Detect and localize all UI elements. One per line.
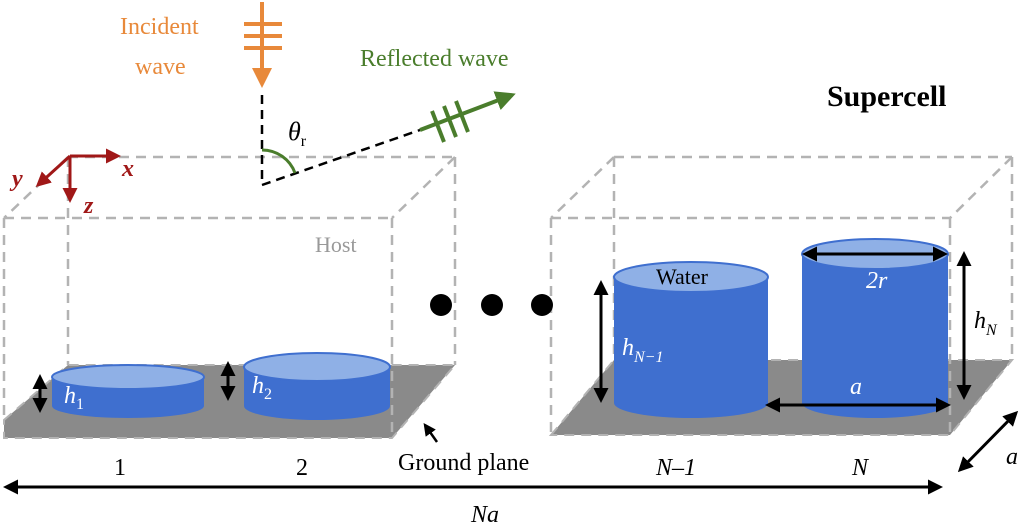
two-r-label: 2r xyxy=(866,268,888,294)
cell-label-2: 2 xyxy=(296,455,308,481)
coordinate-axes: x y z xyxy=(9,148,134,219)
a-side-label: a xyxy=(1006,444,1018,470)
cylinder-n-minus-1 xyxy=(613,261,769,418)
axis-z-label: z xyxy=(83,193,94,219)
ellipsis-dots xyxy=(430,294,553,316)
supercell-title: Supercell xyxy=(827,80,946,113)
h-n-minus-1-label: hN−1 xyxy=(622,335,663,366)
na-label: Na xyxy=(470,502,499,528)
cylinder-1 xyxy=(51,364,205,418)
ground-plane-pointer xyxy=(423,422,439,443)
h-n-label: hN xyxy=(974,308,998,339)
theta-arc xyxy=(261,148,297,174)
cylinder-2 xyxy=(243,352,391,420)
h2-label: h2 xyxy=(252,373,272,403)
ground-plane-label: Ground plane xyxy=(398,450,529,476)
axis-x-label: x xyxy=(121,156,134,182)
cell-label-1: 1 xyxy=(114,455,126,481)
host-label: Host xyxy=(315,232,357,257)
reflected-label: Reflected wave xyxy=(360,46,509,72)
cell-label-n: N xyxy=(851,455,870,481)
reflected-wave xyxy=(419,91,516,143)
water-label: Water xyxy=(656,264,709,289)
a-inner-label: a xyxy=(850,374,862,400)
incident-label-line2: wave xyxy=(135,54,186,80)
incident-label-line1: Incident xyxy=(120,14,199,40)
a-side-arrow xyxy=(957,410,1019,473)
cylinder-n xyxy=(801,238,949,418)
theta-label: θr xyxy=(288,117,307,150)
incident-wave xyxy=(244,2,282,88)
cell-label-n-minus-1: N–1 xyxy=(655,455,696,481)
axis-y-label: y xyxy=(9,166,23,192)
reflected-ray xyxy=(261,128,421,187)
h1-label: h1 xyxy=(64,383,84,413)
